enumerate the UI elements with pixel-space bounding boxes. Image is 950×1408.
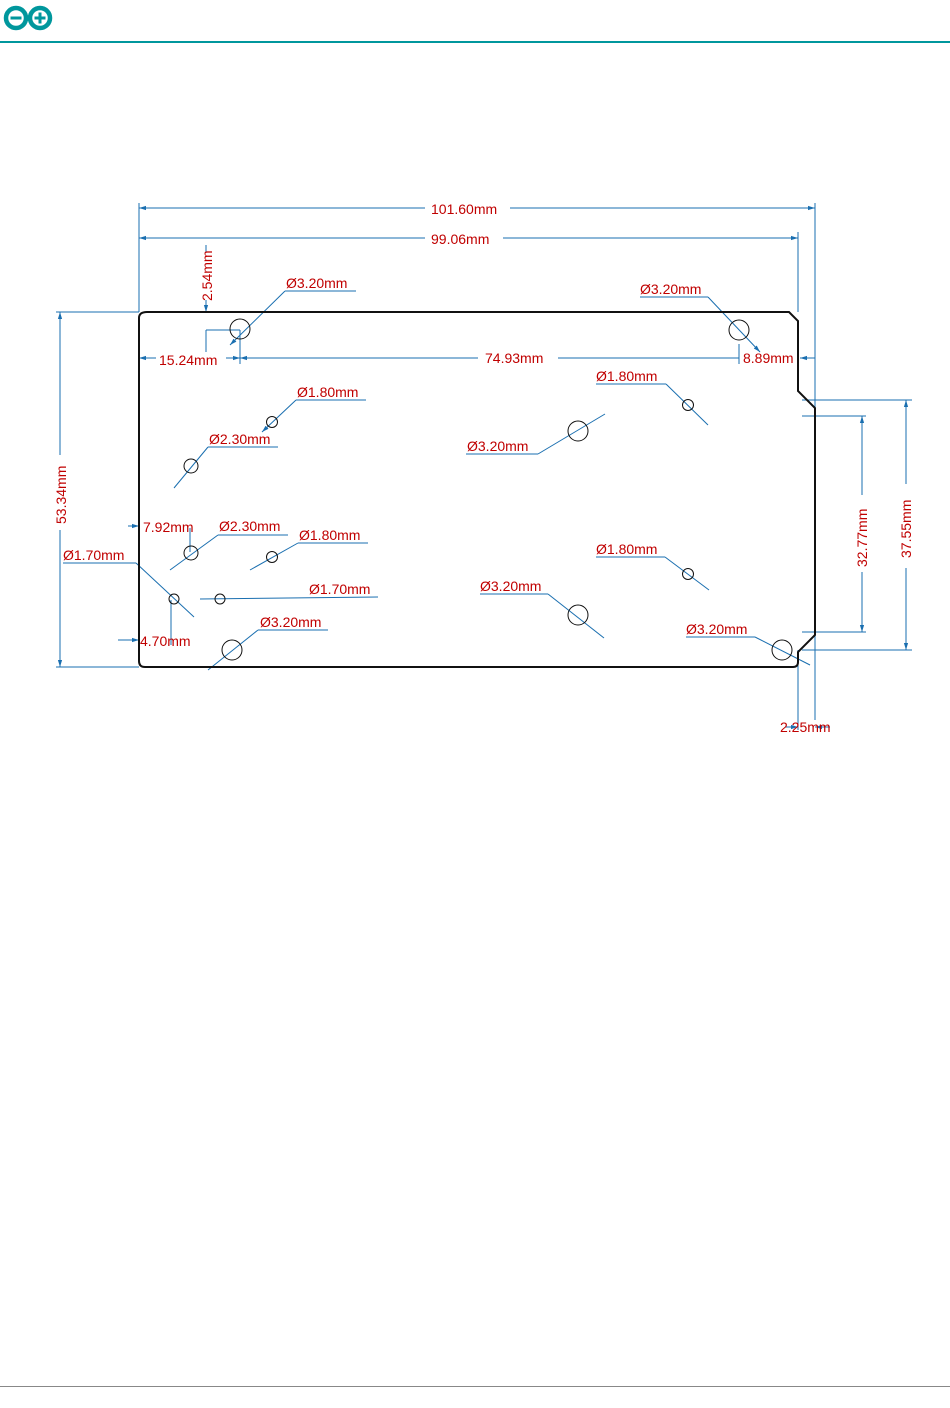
- label-hole-right-top-small: Ø1.80mm: [596, 368, 657, 384]
- hole-center-bottom: [568, 605, 588, 625]
- dim-overall-height: 53.34mm: [53, 466, 69, 524]
- dim-left-offset-a: 7.92mm: [143, 519, 194, 535]
- dim-notch-depth: 2.25mm: [780, 719, 831, 735]
- label-hole-center-bottom: Ø3.20mm: [480, 578, 541, 594]
- label-hole-mid-small: Ø1.80mm: [299, 527, 360, 543]
- dim-hole-spacing: 74.93mm: [485, 350, 543, 366]
- label-hole-top-left: Ø3.20mm: [286, 275, 347, 291]
- dim-overall-width: 101.60mm: [431, 201, 497, 217]
- hole-mid-small: [267, 552, 278, 563]
- dim-left-hole-offset: 15.24mm: [159, 352, 217, 368]
- hole-bottom-right: [772, 640, 792, 660]
- board-outline: [139, 312, 815, 667]
- dim-inner-width: 99.06mm: [431, 231, 489, 247]
- hole-upper-medium: [184, 459, 198, 473]
- label-hole-center-top: Ø3.20mm: [467, 438, 528, 454]
- label-hole-bottom-left: Ø3.20mm: [260, 614, 321, 630]
- label-hole-upper-small: Ø1.80mm: [297, 384, 358, 400]
- hole-bottom-left: [222, 640, 242, 660]
- hole-center-top: [568, 421, 588, 441]
- dim-notch-outer-height: 37.55mm: [898, 500, 914, 558]
- dim-left-offset-b: 4.70mm: [140, 633, 191, 649]
- label-hole-center-tiny: Ø1.70mm: [309, 581, 370, 597]
- label-hole-top-right: Ø3.20mm: [640, 281, 701, 297]
- label-hole-left-tiny: Ø1.70mm: [63, 547, 124, 563]
- dim-right-hole-offset: 8.89mm: [743, 350, 794, 366]
- dim-top-offset: 2.54mm: [199, 250, 215, 301]
- dim-notch-height: 32.77mm: [854, 509, 870, 567]
- label-hole-right-bottom-small: Ø1.80mm: [596, 541, 657, 557]
- label-hole-bottom-right: Ø3.20mm: [686, 621, 747, 637]
- label-hole-upper-medium: Ø2.30mm: [209, 431, 270, 447]
- footer-rule: [0, 1386, 950, 1387]
- hole-mid-medium: [184, 546, 198, 560]
- label-hole-mid-medium: Ø2.30mm: [219, 518, 280, 534]
